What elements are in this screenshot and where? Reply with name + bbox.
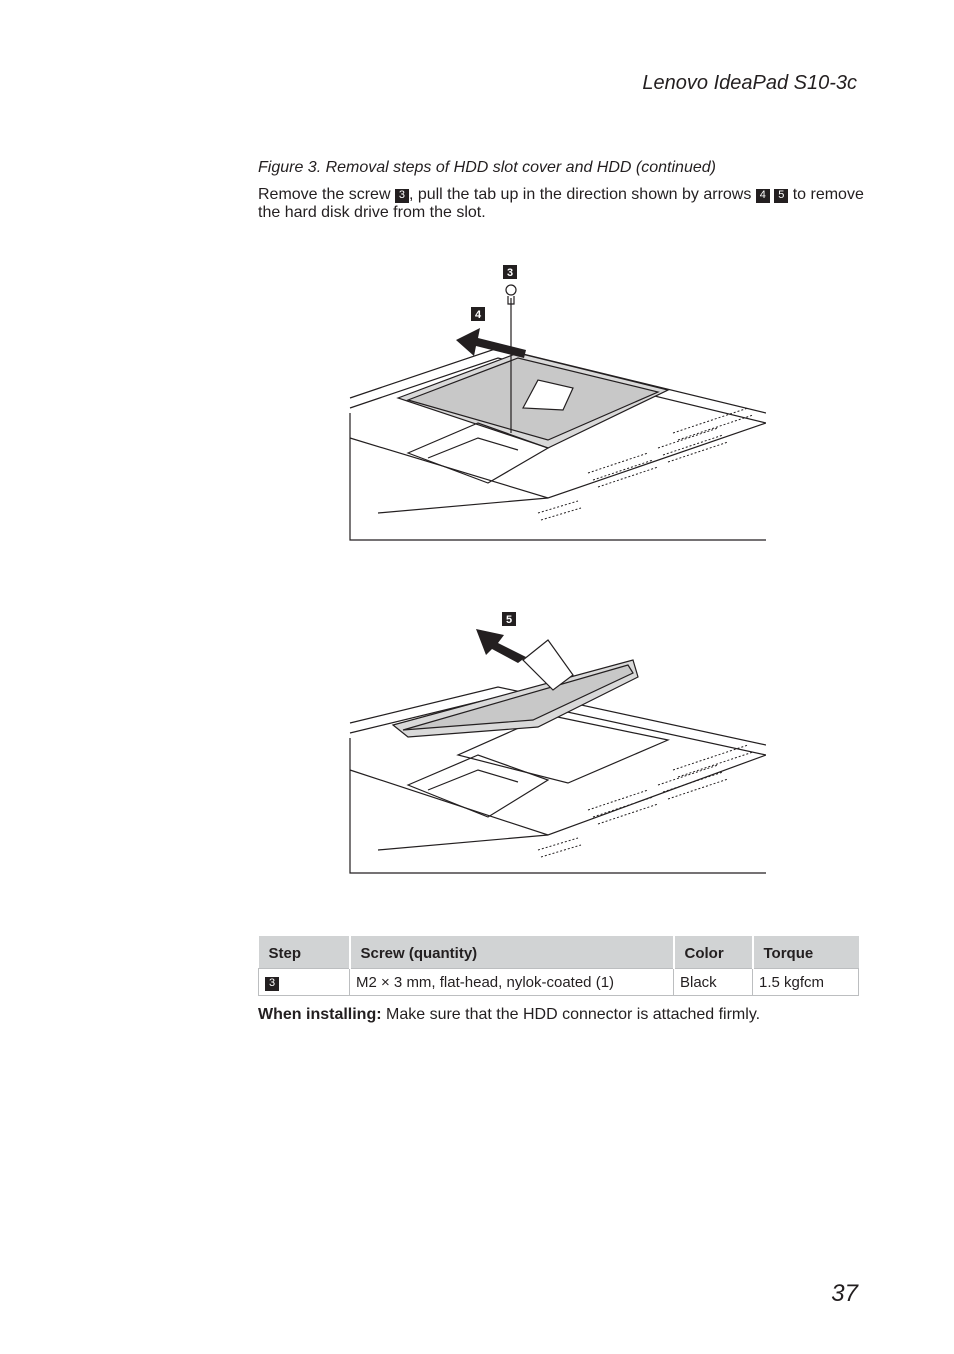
table-header-row: Step Screw (quantity) Color Torque xyxy=(258,936,859,969)
figure-callout-4: 4 xyxy=(475,309,482,321)
figure-callout-3-box xyxy=(503,265,517,279)
instruction-paragraph: Remove the screw 3, pull the tab up in t… xyxy=(258,186,864,222)
cell-screw: M2 × 3 mm, flat-head, nylok-coated (1) xyxy=(349,968,674,996)
cell-color: Black xyxy=(673,968,753,996)
callout-arrow-5: 5 xyxy=(774,189,789,203)
instruction-text-1: Remove the screw xyxy=(258,186,395,203)
figure-callout-5-box xyxy=(502,612,516,626)
installation-note: When installing: Make sure that the HDD … xyxy=(258,1006,760,1024)
callout-screw-3: 3 xyxy=(394,189,409,203)
column-header-color: Color xyxy=(673,936,754,969)
table-row: 3 M2 × 3 mm, flat-head, nylok-coated (1)… xyxy=(258,968,859,996)
installation-note-label: When installing: xyxy=(258,1006,382,1023)
step-callout: 3 xyxy=(265,976,279,991)
column-header-step: Step xyxy=(258,936,351,969)
direction-arrow-5 xyxy=(476,629,526,663)
document-header-title: Lenovo IdeaPad S10-3c xyxy=(642,72,857,94)
hdd-removal-figure-step-3-4: 3 4 xyxy=(348,258,766,543)
figure-caption: Figure 3. Removal steps of HDD slot cove… xyxy=(258,159,716,176)
cell-torque: 1.5 kgfcm xyxy=(752,968,859,996)
instruction-text-2: , pull the tab up in the direction shown… xyxy=(408,186,756,203)
hdd-removal-figure-step-5: 5 xyxy=(348,605,766,877)
direction-arrow-4 xyxy=(456,328,526,358)
page-number: 37 xyxy=(831,1280,858,1307)
screw-specification-table: Step Screw (quantity) Color Torque 3 M2 … xyxy=(258,936,859,996)
hdd-lift-illustration: 5 xyxy=(349,612,766,874)
figure-callout-5: 5 xyxy=(506,614,512,626)
installation-note-text: Make sure that the HDD connector is atta… xyxy=(381,1006,761,1023)
callout-arrow-4: 4 xyxy=(755,189,770,203)
cell-step: 3 xyxy=(258,968,350,996)
instruction-text-3: to remove the hard disk drive from the s… xyxy=(258,186,864,221)
figure-callout-4-box xyxy=(471,307,485,321)
column-header-torque: Torque xyxy=(752,936,859,969)
hdd-slot-illustration: 3 4 xyxy=(349,265,766,541)
column-header-screw: Screw (quantity) xyxy=(349,936,675,969)
figure-callout-3: 3 xyxy=(507,267,513,279)
